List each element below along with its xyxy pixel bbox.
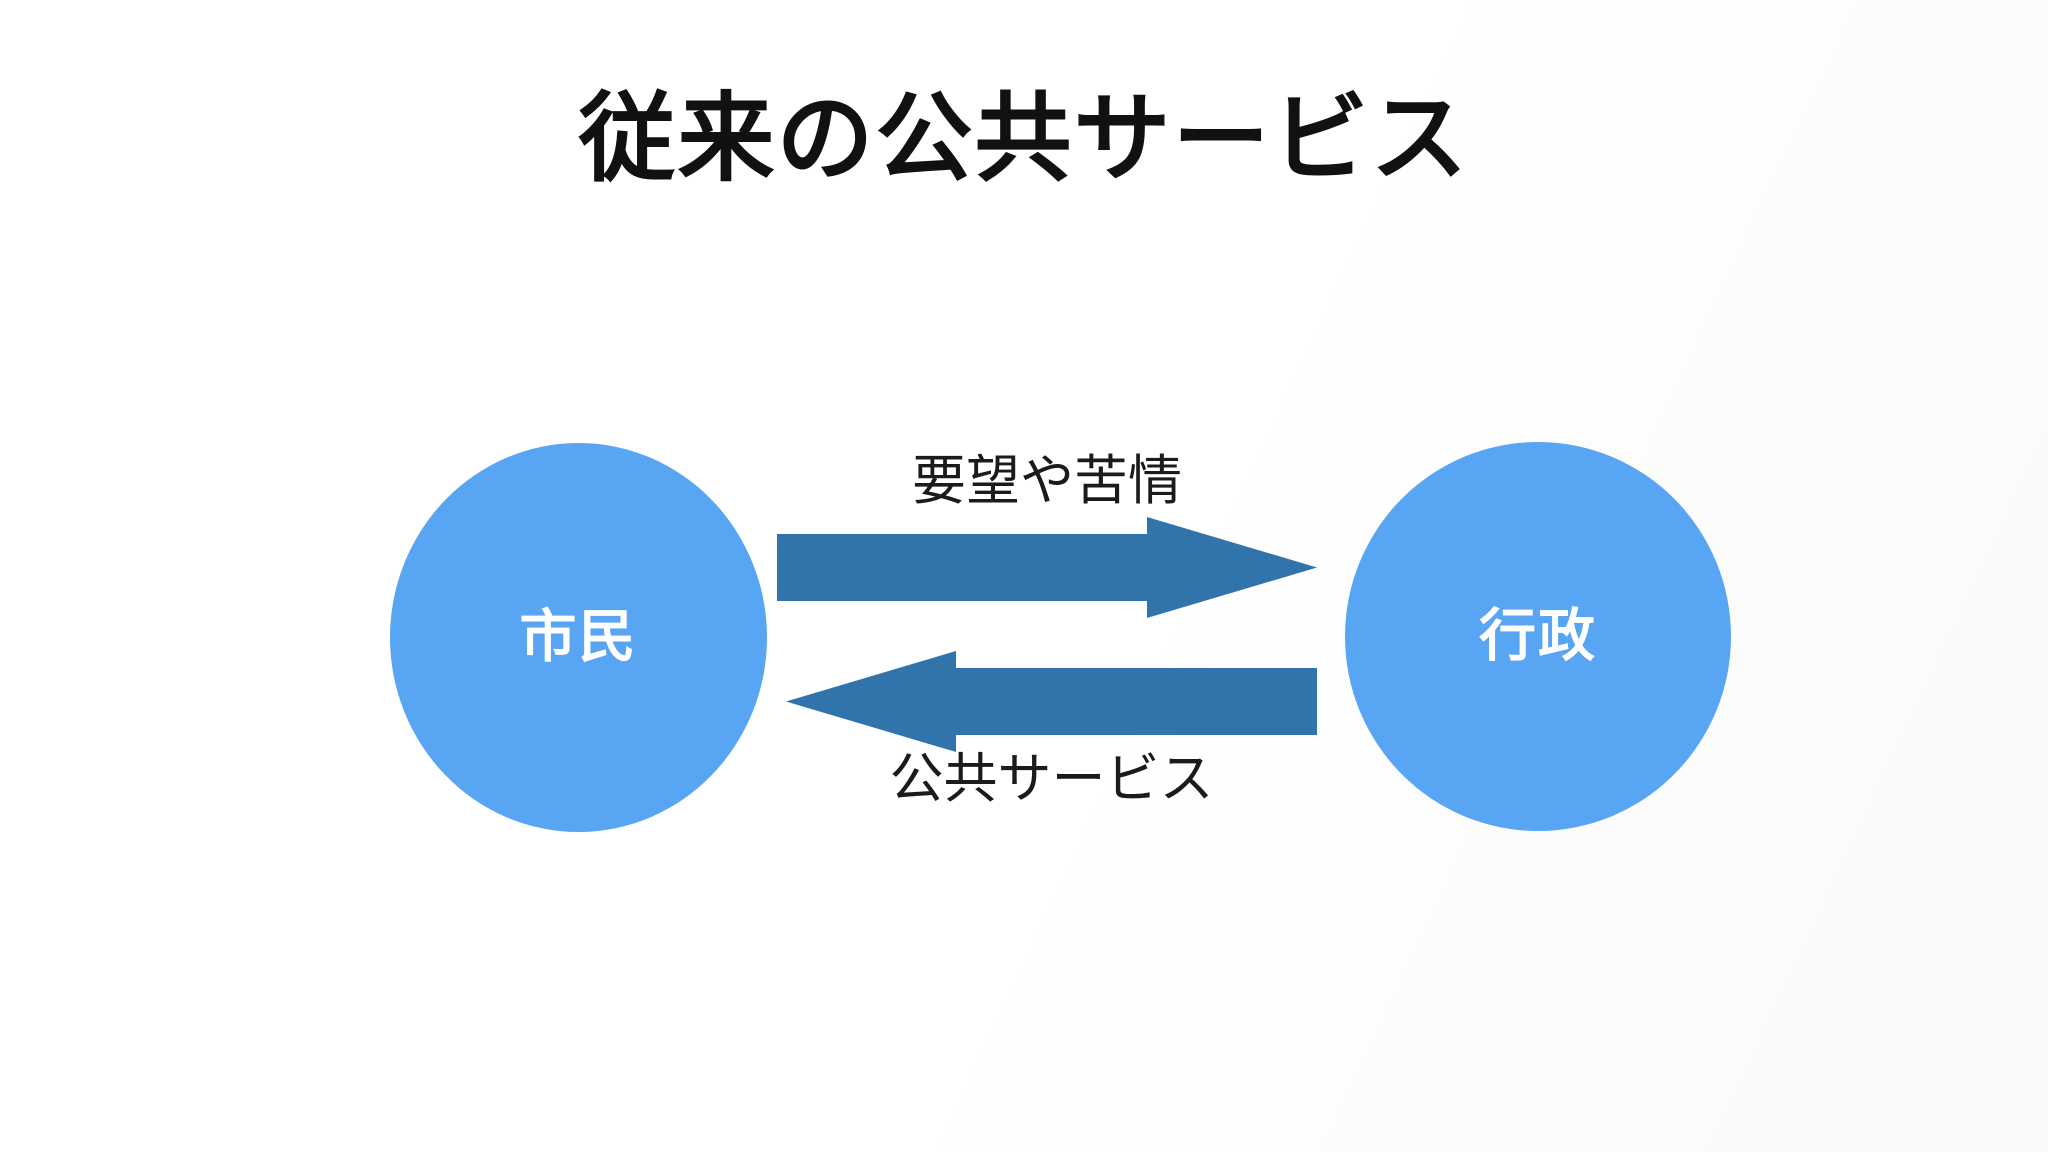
right-arrow-shape	[777, 517, 1317, 618]
top-arrow-label: 要望や苦情	[912, 451, 1182, 511]
left-arrow-icon	[786, 651, 1317, 752]
right-arrow-icon	[777, 517, 1317, 618]
government-node-circle: 行政	[1345, 442, 1731, 831]
bottom-arrow-label: 公共サービス	[889, 749, 1214, 809]
citizen-node-label: 市民	[519, 605, 638, 669]
page-title: 従来の公共サービス	[578, 84, 1470, 193]
citizen-node-circle: 市民	[390, 443, 767, 832]
left-arrow-shape	[786, 651, 1317, 752]
government-node-label: 行政	[1479, 604, 1597, 668]
